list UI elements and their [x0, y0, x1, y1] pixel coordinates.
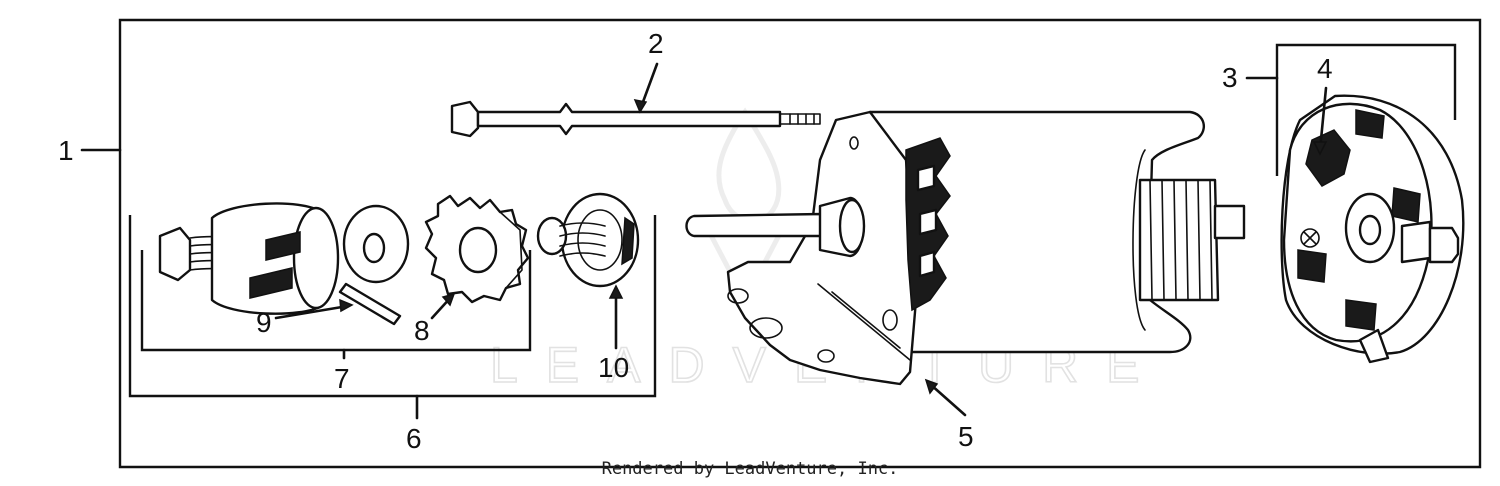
drive-shaft: [685, 196, 866, 258]
leader-8-arrow-icon: [441, 292, 456, 307]
leader-9-arrow-icon: [339, 298, 354, 313]
through-bolt: [450, 100, 821, 138]
credit-text: Rendered by LeadVenture, Inc.: [602, 459, 899, 479]
pinion-gear: [424, 194, 530, 304]
commutator: [1138, 178, 1246, 302]
motor-housing-assembly: [685, 110, 1246, 386]
callout-2: 2: [648, 28, 664, 59]
callout-4: 4: [1317, 53, 1333, 84]
leader-4-arrow-icon: [1312, 141, 1328, 156]
callout-5: 5: [958, 421, 974, 452]
callout-3: 3: [1222, 62, 1238, 93]
callout-6: 6: [406, 423, 422, 454]
leader-5: [928, 382, 967, 417]
bracket-3: [1275, 43, 1457, 176]
armature-windings: [905, 137, 951, 312]
callout-9: 9: [256, 307, 272, 338]
callout-7: 7: [334, 363, 350, 394]
clutch-spring-assembly: [536, 192, 640, 288]
leader-5-arrow-icon: [924, 378, 939, 395]
leader-9: [274, 304, 350, 320]
leader-2-arrow-icon: [633, 99, 648, 114]
leader-4: [1318, 86, 1328, 152]
roll-pin: [338, 282, 402, 326]
thrust-washer: [342, 204, 410, 284]
bracket-7: [140, 250, 532, 352]
callout-1: 1: [58, 135, 74, 166]
bracket-6: [128, 215, 657, 398]
callout-8: 8: [414, 315, 430, 346]
commutator-end-cap: [1280, 94, 1465, 364]
pinion-drive-housing: [210, 202, 340, 315]
callout-10: 10: [598, 352, 629, 383]
leader-10-arrow-icon: [608, 284, 624, 299]
assembly-outline-bracket: [118, 18, 1482, 469]
